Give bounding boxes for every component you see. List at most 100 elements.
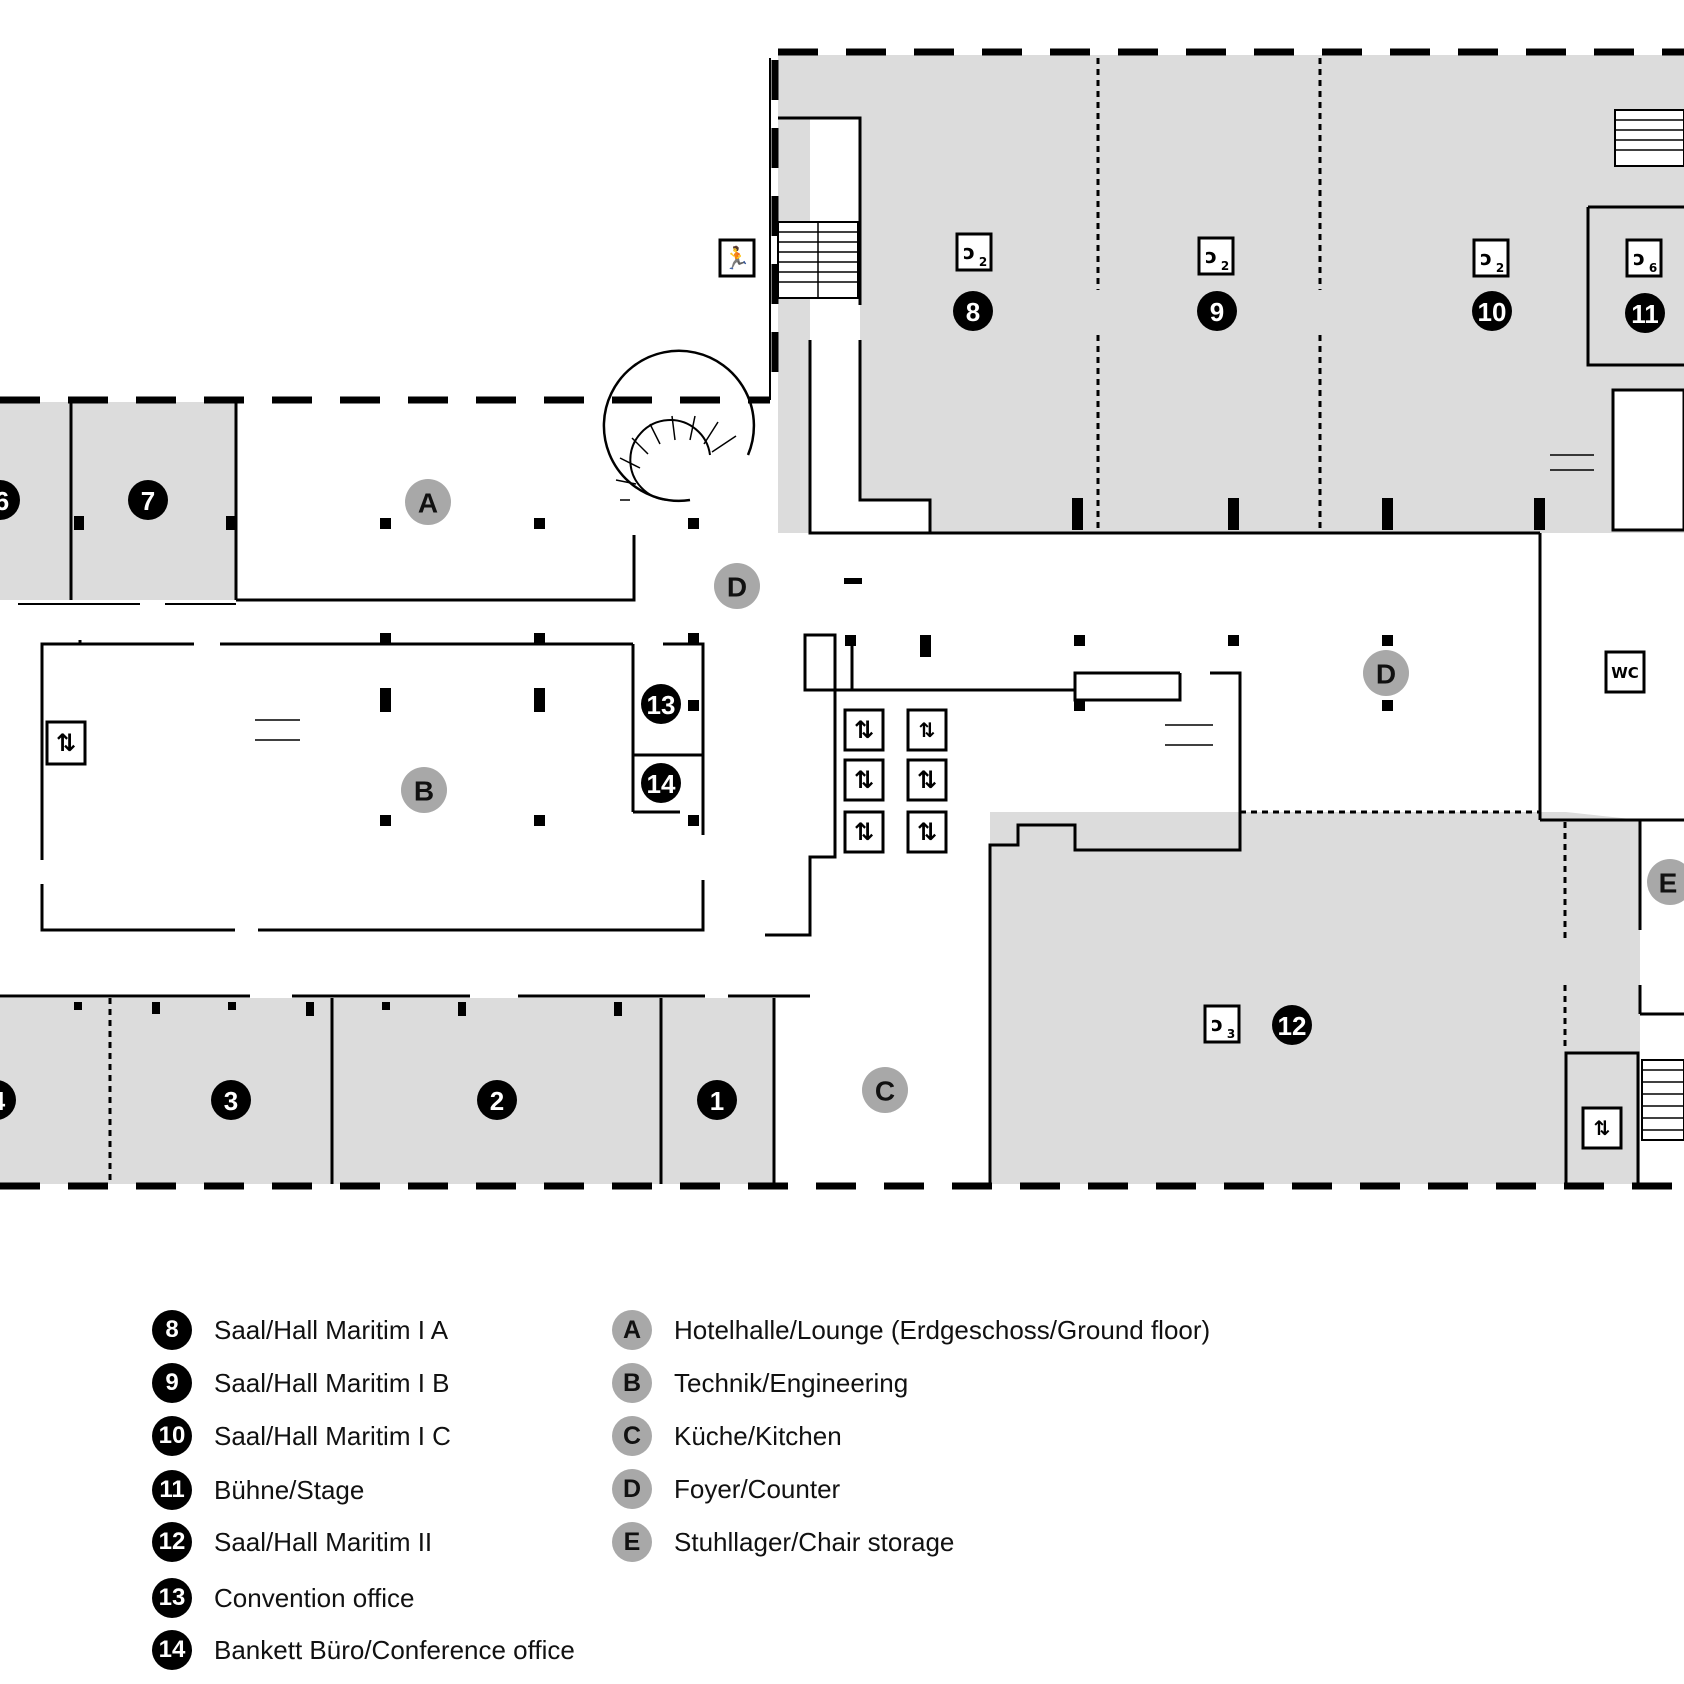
legend-item: 12 Saal/Hall Maritim II [152, 1520, 432, 1564]
hook-icon: ↄ 2 [1472, 238, 1510, 278]
room-badge-6: 6 [0, 480, 20, 520]
wc-icon: WC [1604, 650, 1646, 694]
legend-label: Saal/Hall Maritim I A [214, 1314, 449, 1345]
room-badge-8: 8 [953, 291, 993, 331]
legend-item: 10 Saal/Hall Maritim I C [152, 1414, 451, 1458]
freight-elevator-icon: ⇅ [1581, 1106, 1623, 1150]
stair-icon [1641, 1059, 1684, 1141]
zone-badge-d: D [714, 563, 760, 609]
legend-label: Saal/Hall Maritim I C [214, 1420, 451, 1451]
legend-badge: C [612, 1416, 652, 1456]
hook-icon: ↄ 2 [1197, 236, 1235, 276]
svg-text:12: 12 [1278, 1011, 1307, 1041]
legend-badge: A [612, 1310, 652, 1350]
legend-label: Küche/Kitchen [674, 1420, 842, 1451]
svg-text:2: 2 [979, 255, 987, 269]
svg-text:ↄ: ↄ [1205, 244, 1217, 268]
svg-text:9: 9 [1210, 297, 1224, 327]
elevator-icon: ⇅ [906, 810, 948, 854]
zone-badge-d: D [1363, 650, 1409, 696]
exterior-windows [0, 48, 1684, 1190]
hook-icon: ↄ 3 [1203, 1004, 1241, 1044]
legend-label: Technik/Engineering [674, 1367, 909, 1398]
emergency-exit-icon: 🏃 [718, 238, 756, 278]
svg-text:⇅: ⇅ [854, 716, 874, 744]
svg-text:⇅: ⇅ [854, 766, 874, 794]
legend-badge: 10 [152, 1416, 192, 1456]
zone-badge-c: C [862, 1067, 908, 1113]
svg-text:13: 13 [647, 690, 676, 720]
legend-item: E Stuhllager/Chair storage [612, 1520, 954, 1564]
svg-text:⇅: ⇅ [917, 766, 937, 794]
elevator-icon: ⇅ [843, 758, 885, 802]
svg-text:C: C [875, 1076, 895, 1107]
legend-badge: 12 [152, 1522, 192, 1562]
room-badge-14: 14 [641, 763, 681, 803]
svg-text:B: B [414, 776, 434, 807]
legend-item: D Foyer/Counter [612, 1467, 840, 1511]
legend-label: Convention office [214, 1582, 415, 1613]
svg-text:⇅: ⇅ [1594, 1116, 1611, 1140]
room-badge-2: 2 [477, 1080, 517, 1120]
legend-label: Foyer/Counter [674, 1473, 841, 1504]
legend-badge: D [612, 1469, 652, 1509]
zone-badge-b: B [401, 767, 447, 813]
svg-text:1: 1 [710, 1086, 724, 1116]
elevator-icon: ⇅ [906, 758, 948, 802]
legend-item: 9 Saal/Hall Maritim I B [152, 1361, 450, 1405]
svg-text:14: 14 [647, 769, 676, 799]
legend-item: 13 Convention office [152, 1576, 414, 1620]
svg-text:4: 4 [0, 1086, 6, 1116]
room-badge-3: 3 [211, 1080, 251, 1120]
svg-text:A: A [418, 488, 438, 519]
svg-text:2: 2 [1496, 261, 1504, 275]
spiral-stair-icon [602, 349, 756, 503]
legend-item: B Technik/Engineering [612, 1361, 908, 1405]
svg-text:WC: WC [1611, 664, 1639, 682]
svg-text:⇅: ⇅ [854, 818, 874, 846]
legend-badge: 9 [152, 1363, 192, 1403]
pillars [74, 498, 1545, 1016]
svg-text:6: 6 [1649, 261, 1657, 275]
legend-item: C Küche/Kitchen [612, 1414, 842, 1458]
svg-text:⇅: ⇅ [917, 818, 937, 846]
legend-badge: 8 [152, 1310, 192, 1350]
room-badge-13: 13 [641, 684, 681, 724]
legend-badge: 13 [152, 1578, 192, 1618]
elevator-icon: ⇅ [843, 708, 885, 752]
walls [0, 58, 1684, 1184]
svg-text:🏃: 🏃 [723, 246, 750, 272]
legend-label: Saal/Hall Maritim II [214, 1526, 433, 1557]
freight-elevator-icon: ⇅ [906, 708, 948, 752]
stair-icon [1614, 109, 1684, 167]
svg-text:2: 2 [1221, 259, 1229, 273]
room-badge-11: 11 [1625, 293, 1665, 333]
svg-text:ↄ: ↄ [1633, 246, 1645, 270]
elevator-icon: ⇅ [843, 810, 885, 854]
legend-item: 14 Bankett Büro/Conference office [152, 1628, 575, 1672]
legend-label: Stuhllager/Chair storage [674, 1526, 955, 1557]
svg-text:ↄ: ↄ [963, 240, 975, 264]
zone-badge-a: A [405, 479, 451, 525]
elevator-icon: ⇅ [45, 720, 87, 766]
svg-text:D: D [1376, 659, 1396, 690]
svg-text:ↄ: ↄ [1211, 1012, 1223, 1036]
room-badge-4: 4 [0, 1080, 16, 1120]
svg-text:7: 7 [141, 486, 155, 516]
svg-text:8: 8 [966, 297, 980, 327]
legend-label: Saal/Hall Maritim I B [214, 1367, 450, 1398]
svg-text:⇅: ⇅ [56, 729, 76, 757]
legend-item: 11 Bühne/Stage [152, 1468, 364, 1512]
svg-text:3: 3 [1227, 1027, 1235, 1041]
legend-item: A Hotelhalle/Lounge (Erdgeschoss/Ground … [612, 1308, 1210, 1352]
legend-badge: 11 [152, 1470, 192, 1510]
room-badge-9: 9 [1197, 291, 1237, 331]
room-badge-10: 10 [1472, 291, 1512, 331]
zone-badge-e: E [1647, 859, 1684, 905]
hook-icon: ↄ 2 [955, 232, 993, 272]
stair-icon [777, 221, 859, 299]
room-badge-1: 1 [697, 1080, 737, 1120]
legend-badge: E [612, 1522, 652, 1562]
legend-label: Bankett Büro/Conference office [214, 1634, 575, 1665]
